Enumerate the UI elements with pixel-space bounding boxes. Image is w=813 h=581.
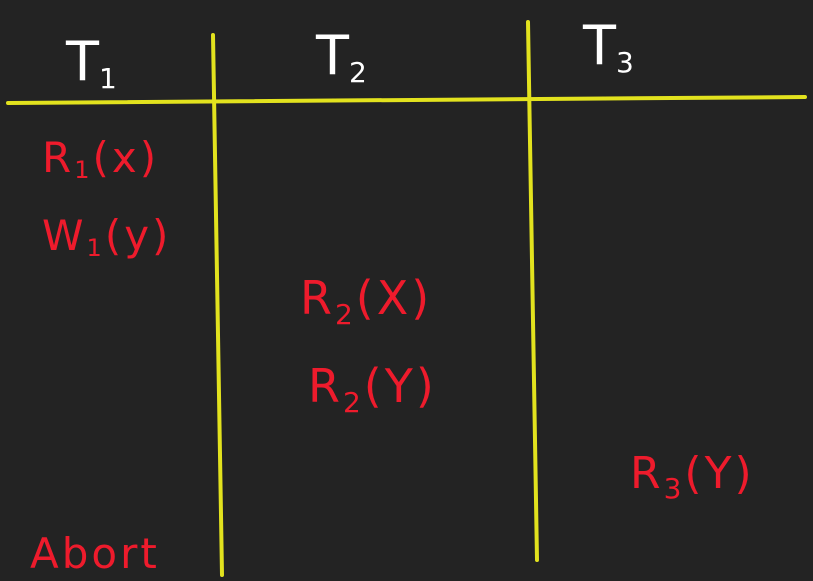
op-r2-y-arg: (Y) [364,359,437,413]
header-t1: T1 [65,30,117,95]
op-r2-x-sub: 2 [335,298,356,331]
op-r2-y: R2(Y) [308,359,437,419]
op-r3-y-base: R [630,448,664,499]
op-r2-y-base: R [308,359,343,413]
op-w1-y: W1(y) [42,211,171,262]
header-t3-sub: 3 [616,46,634,79]
op-w1-y-sub: 1 [87,234,105,262]
op-r3-y-sub: 3 [664,472,685,505]
column-divider-line-2 [526,20,539,562]
op-r1-x-sub: 1 [74,156,92,184]
op-abort: Abort [30,529,160,578]
op-r2-x-base: R [300,271,335,325]
op-r1-x: R1(x) [42,133,159,184]
header-t2: T2 [315,24,367,89]
header-t3: T3 [582,14,634,79]
op-r2-x-arg: (X) [356,271,432,325]
column-divider-line-1 [211,33,224,577]
header-t3-base: T [582,14,617,77]
header-t2-base: T [315,24,350,87]
header-t1-sub: 1 [99,62,117,95]
header-t1-base: T [65,30,100,93]
op-r1-x-arg: (x) [92,133,159,182]
op-w1-y-base: W [42,211,87,260]
op-r2-y-sub: 2 [343,386,364,419]
op-w1-y-arg: (y) [105,211,172,260]
op-r3-y: R3(Y) [630,448,755,505]
header-t2-sub: 2 [349,56,367,89]
op-r2-x: R2(X) [300,271,432,331]
op-r1-x-base: R [42,133,74,182]
header-divider-line [6,95,807,105]
op-r3-y-arg: (Y) [684,448,754,499]
